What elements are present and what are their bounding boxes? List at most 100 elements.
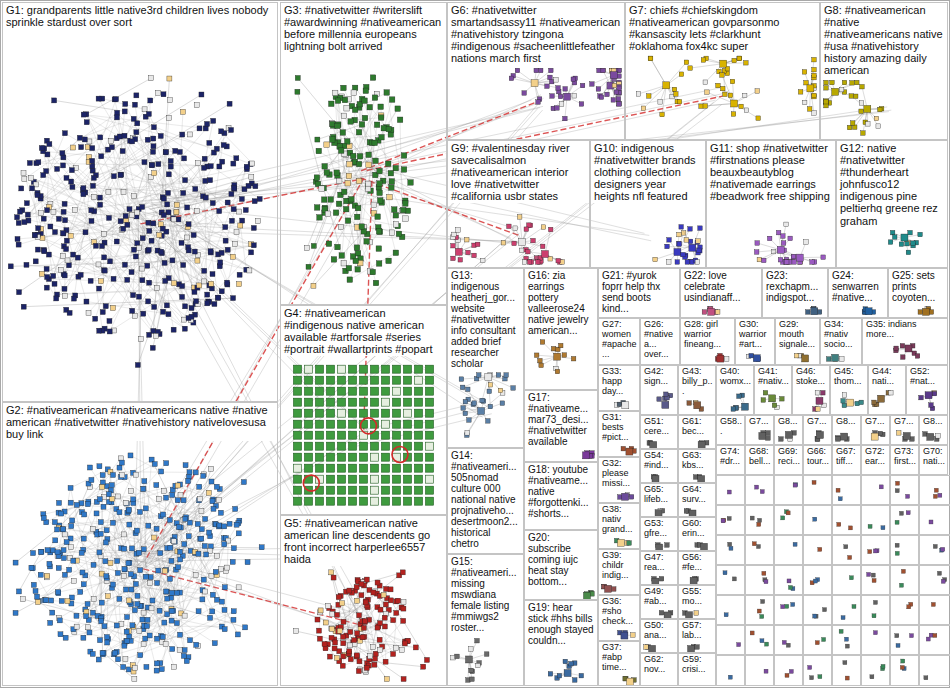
small-group-cell bbox=[804, 506, 832, 535]
vertex-thumbnail bbox=[152, 171, 157, 176]
vertex-thumbnail bbox=[232, 185, 237, 190]
vertex-thumbnail bbox=[195, 521, 200, 526]
vertex-thumbnail bbox=[129, 546, 134, 551]
vertex-thumbnail bbox=[100, 244, 105, 249]
vertex-thumbnail bbox=[404, 398, 412, 406]
vertex-thumbnail bbox=[114, 239, 119, 244]
intra-group-edge bbox=[220, 167, 246, 263]
vertex-thumbnail bbox=[339, 253, 345, 258]
vertex-dot bbox=[900, 665, 904, 669]
vertex-thumbnail bbox=[97, 328, 102, 333]
vertex-thumbnail bbox=[350, 153, 356, 159]
vertex-thumbnail bbox=[426, 420, 434, 428]
vertex-dot bbox=[934, 488, 938, 492]
intra-group-edge bbox=[82, 553, 172, 621]
vertex-thumbnail bbox=[61, 209, 66, 214]
vertex-thumbnail bbox=[316, 387, 324, 395]
vertex-thumbnail bbox=[181, 263, 186, 268]
intra-group-edge bbox=[43, 175, 210, 251]
small-group-cell bbox=[717, 566, 745, 595]
vertex-thumbnail bbox=[82, 137, 87, 142]
vertex-thumbnail bbox=[341, 189, 347, 195]
vertex-thumbnail bbox=[252, 199, 257, 204]
vertex-thumbnail bbox=[170, 258, 175, 263]
vertex-thumbnail bbox=[103, 304, 108, 309]
intra-group-edge bbox=[126, 493, 209, 590]
vertex-thumbnail bbox=[360, 409, 368, 417]
vertex-thumbnail bbox=[126, 561, 131, 566]
vertex-thumbnail bbox=[327, 497, 335, 505]
vertex-thumbnail bbox=[187, 470, 192, 475]
intra-group-edge bbox=[180, 469, 211, 560]
vertex-dot bbox=[933, 544, 937, 548]
small-group-cell bbox=[746, 506, 774, 535]
intra-group-edge bbox=[110, 104, 125, 261]
vertex-thumbnail bbox=[41, 216, 46, 221]
vertex-thumbnail bbox=[101, 268, 106, 273]
vertex-thumbnail bbox=[393, 398, 401, 406]
vertex-dot bbox=[848, 555, 852, 559]
vertex-thumbnail bbox=[386, 126, 392, 132]
intra-group-edge bbox=[94, 524, 216, 599]
vertex-dot bbox=[933, 633, 937, 637]
vertex-thumbnail bbox=[25, 212, 30, 217]
intra-group-edge bbox=[101, 551, 190, 619]
vertex-thumbnail bbox=[143, 506, 148, 511]
vertex-thumbnail bbox=[382, 387, 390, 395]
intra-group-edge bbox=[37, 576, 134, 596]
vertex-thumbnail bbox=[134, 93, 139, 98]
vertex-thumbnail bbox=[374, 122, 380, 128]
vertex-thumbnail bbox=[125, 615, 130, 620]
vertex-thumbnail bbox=[133, 472, 138, 477]
intra-group-edge bbox=[77, 513, 97, 560]
vertex-thumbnail bbox=[166, 115, 171, 120]
vertex-dot bbox=[881, 526, 885, 530]
vertex-thumbnail bbox=[148, 98, 153, 103]
vertex-thumbnail bbox=[338, 409, 346, 417]
vertex-thumbnail bbox=[102, 624, 107, 629]
vertex-dot bbox=[728, 675, 732, 679]
vertex-thumbnail bbox=[165, 596, 170, 601]
vertex-thumbnail bbox=[349, 365, 357, 373]
vertex-thumbnail bbox=[415, 475, 423, 483]
intra-group-edge bbox=[99, 620, 234, 660]
intra-group-edge bbox=[43, 486, 175, 515]
vertex-thumbnail bbox=[85, 145, 90, 150]
vertex-thumbnail bbox=[136, 294, 141, 299]
vertex-thumbnail bbox=[129, 489, 134, 494]
vertex-thumbnail bbox=[295, 89, 300, 94]
vertex-thumbnail bbox=[352, 107, 358, 113]
small-group-cell bbox=[775, 626, 803, 655]
intra-group-edge bbox=[38, 237, 105, 271]
vertex-thumbnail bbox=[155, 581, 160, 586]
vertex-thumbnail bbox=[180, 284, 185, 289]
intra-group-edge bbox=[49, 234, 104, 279]
vertex-thumbnail bbox=[160, 634, 165, 639]
intra-group-edge bbox=[297, 92, 341, 256]
vertex-thumbnail bbox=[161, 512, 166, 517]
vertex-thumbnail bbox=[22, 220, 27, 225]
vertex-thumbnail bbox=[159, 249, 164, 254]
vertex-thumbnail bbox=[415, 409, 423, 417]
vertex-dot bbox=[794, 483, 798, 487]
intra-group-edge bbox=[59, 516, 161, 527]
vertex-thumbnail bbox=[109, 139, 114, 144]
vertex-thumbnail bbox=[161, 92, 166, 97]
vertex-thumbnail bbox=[329, 101, 335, 107]
vertex-thumbnail bbox=[233, 506, 238, 511]
vertex-dot bbox=[788, 585, 792, 589]
small-group-cell bbox=[920, 536, 950, 565]
vertex-thumbnail bbox=[115, 494, 120, 499]
vertex-thumbnail bbox=[393, 165, 399, 171]
vertex-dot bbox=[822, 637, 826, 641]
vertex-thumbnail bbox=[142, 479, 147, 484]
vertex-thumbnail bbox=[174, 210, 179, 215]
vertex-thumbnail bbox=[31, 551, 36, 556]
vertex-thumbnail bbox=[137, 245, 142, 250]
vertex-thumbnail bbox=[149, 457, 154, 462]
vertex-thumbnail bbox=[140, 617, 145, 622]
intra-group-edge bbox=[103, 611, 172, 653]
vertex-thumbnail bbox=[378, 104, 384, 110]
vertex-thumbnail bbox=[355, 205, 361, 211]
vertex-thumbnail bbox=[338, 486, 346, 494]
